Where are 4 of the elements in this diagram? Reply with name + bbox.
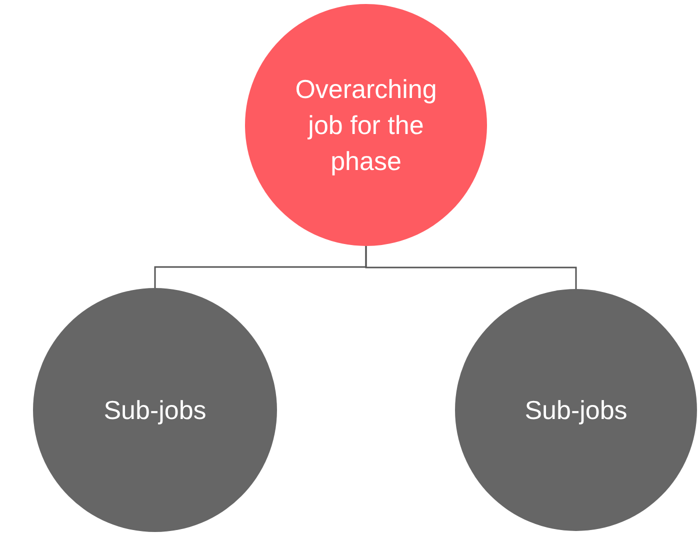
node-label: Sub-jobs (524, 394, 628, 427)
node-label: Overarching job for the phase (294, 73, 438, 178)
node-label: Sub-jobs (104, 394, 206, 427)
connector-line (365, 246, 577, 289)
